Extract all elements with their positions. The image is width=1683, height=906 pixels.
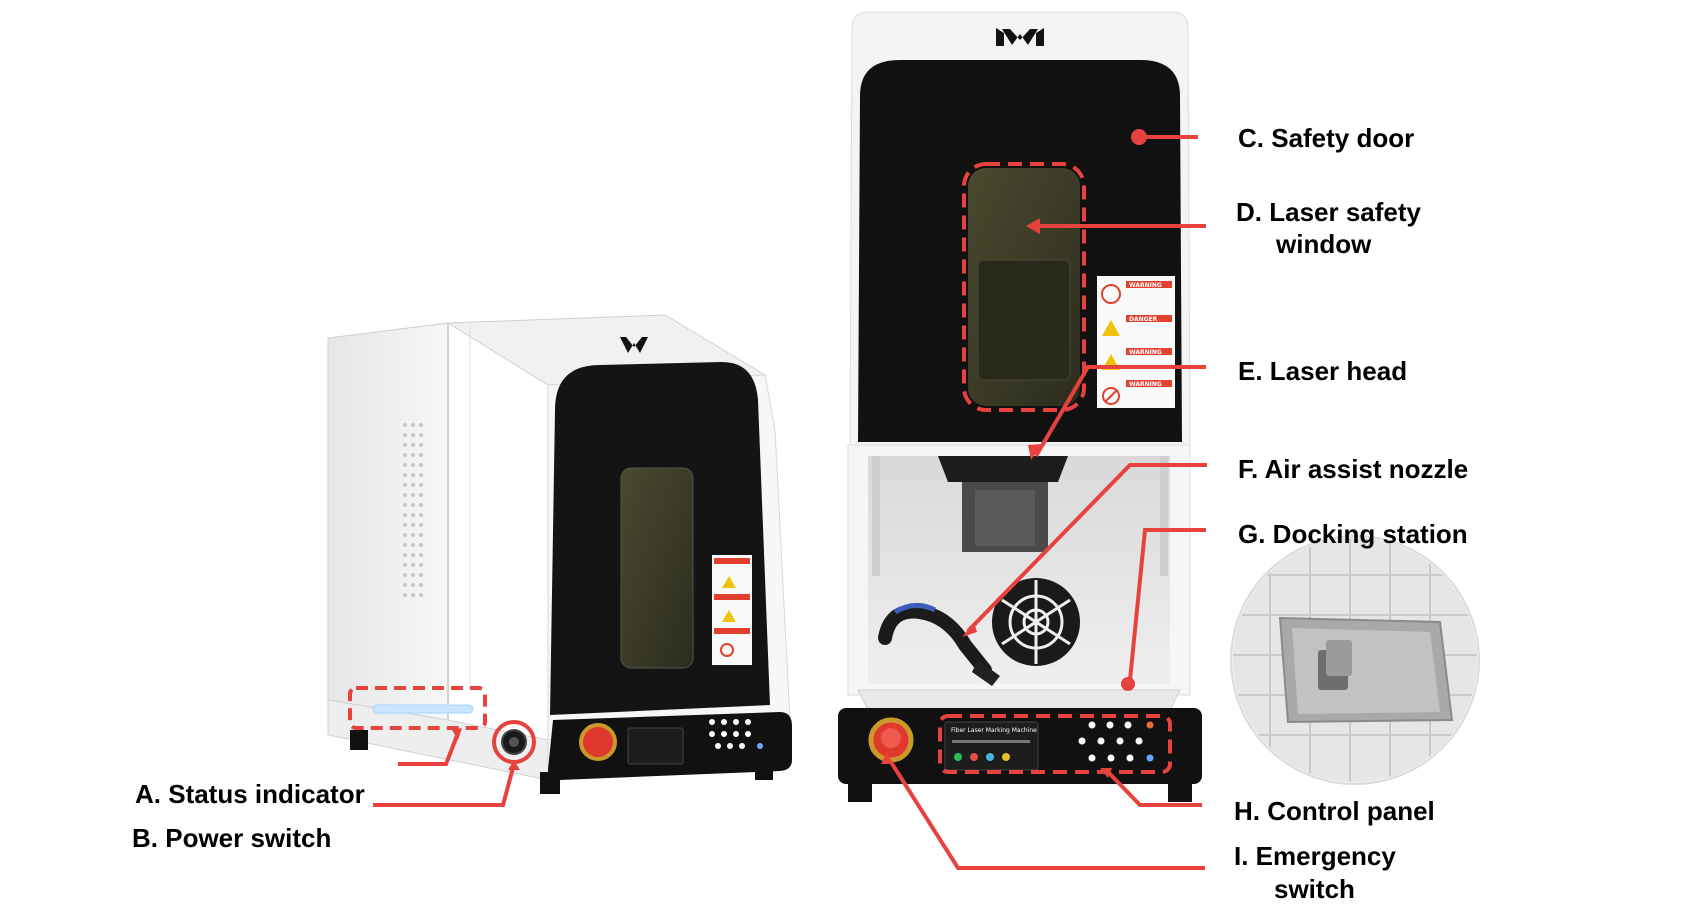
warning-tag-2: DANGER — [1129, 316, 1158, 323]
left-machine — [327, 314, 792, 794]
right-machine: WARNING DANGER WARNING WARNING — [838, 11, 1202, 802]
docking-edge — [857, 689, 1181, 711]
callout-dots — [1121, 129, 1147, 691]
left-emergency-button[interactable] — [579, 723, 617, 761]
label-docking-station: G. Docking station — [1238, 519, 1468, 549]
laser-window-highlight — [962, 162, 1086, 412]
left-control-buttons — [709, 719, 763, 749]
leader-e — [1034, 365, 1206, 458]
control-panel-buttons[interactable] — [1078, 721, 1154, 762]
control-panel-title: Fiber Laser Marking Machine — [951, 727, 1037, 734]
label-control-panel: H. Control panel — [1234, 796, 1435, 826]
left-side-panel — [327, 322, 449, 721]
label-laser-safety-window: D. Laser safety window — [1236, 196, 1421, 260]
label-emergency-switch: I. Emergency switch — [1234, 840, 1396, 906]
warning-tag-4: WARNING — [1129, 381, 1162, 388]
control-panel-highlight — [938, 714, 1172, 774]
leader-i — [889, 760, 1205, 870]
label-laser-safety-window-line1: D. Laser safety — [1236, 197, 1421, 227]
leader-a — [398, 732, 460, 766]
label-status-indicator: A. Status indicator — [135, 779, 365, 809]
callout-arrowheads — [452, 218, 1112, 778]
status-indicator-highlight — [348, 686, 487, 730]
label-emergency-switch-line1: I. Emergency — [1234, 841, 1396, 871]
air-assist-hose — [878, 604, 992, 677]
label-safety-door: C. Safety door — [1238, 123, 1415, 153]
warning-tag-3: WARNING — [1129, 349, 1162, 356]
label-laser-head: E. Laser head — [1238, 356, 1408, 386]
right-logo — [1002, 29, 1038, 45]
left-vent-grid — [403, 423, 423, 597]
left-logo — [620, 337, 648, 353]
leader-f — [966, 463, 1207, 633]
label-emergency-switch-line2: switch — [1274, 874, 1355, 904]
screen-icons — [952, 740, 1030, 761]
warning-tag-1: WARNING — [1129, 282, 1162, 289]
leader-g — [1128, 528, 1206, 681]
leader-b — [373, 763, 516, 807]
label-air-assist-nozzle: F. Air assist nozzle — [1238, 454, 1469, 484]
callouts — [348, 135, 1207, 870]
leader-h — [1106, 770, 1202, 807]
docking-station-inset — [1230, 535, 1480, 785]
label-laser-safety-window-line2: window — [1276, 229, 1372, 259]
laser-head — [938, 456, 1068, 482]
label-power-switch: B. Power switch — [132, 823, 332, 853]
left-laser-window — [620, 467, 694, 669]
status-indicator-light — [372, 704, 474, 714]
